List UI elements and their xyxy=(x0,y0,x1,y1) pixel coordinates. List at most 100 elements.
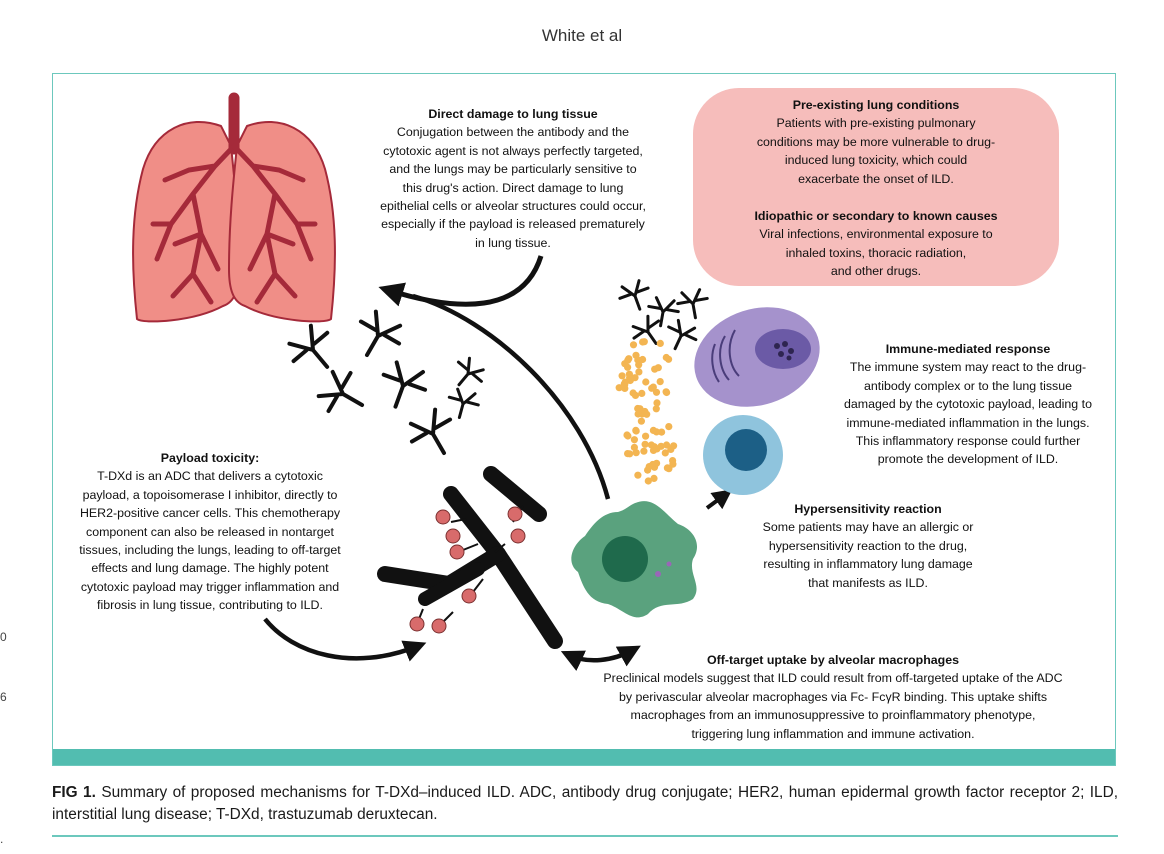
text-line: resulting in inflammatory lung damage xyxy=(763,557,973,572)
preexisting-heading: Pre-existing lung conditions xyxy=(792,98,960,112)
text-line: effects and lung damage. The highly pote… xyxy=(91,561,329,576)
text-line: cytotoxic agent is not always perfectly … xyxy=(383,143,643,158)
granule-dot xyxy=(644,477,652,485)
figure-footer-bar xyxy=(53,749,1115,765)
granule-dot xyxy=(621,378,629,386)
granule-dot xyxy=(618,372,626,380)
text-line: Viral infections, environmental exposure… xyxy=(759,227,993,242)
text-line: Conjugation between the antibody and the xyxy=(396,125,630,140)
lungs-illustration xyxy=(132,92,336,323)
granule-dot xyxy=(649,426,658,434)
text-line: this drug's action. Direct damage to lun… xyxy=(402,180,624,195)
text-line: inhaled toxins, thoracic radiation, xyxy=(785,245,967,260)
granule-dot xyxy=(654,364,662,372)
text-line: damaged by the cytotoxic payload, leadin… xyxy=(844,397,1092,412)
text-line: conditions may be more vulnerable to dru… xyxy=(756,134,996,149)
free-antibodies-cluster xyxy=(281,305,490,467)
figure-panel: Direct damage to lung tissue Conjugation… xyxy=(52,73,1116,766)
granule-dot xyxy=(667,445,675,453)
granule-dot xyxy=(661,449,669,457)
text-line: Some patients may have an allergic or xyxy=(762,520,974,535)
text-line: especially if the payload is released pr… xyxy=(381,217,645,232)
text-line: by perivascular alveolar macrophages via… xyxy=(618,689,1048,704)
text-line: that manifests as ILD. xyxy=(808,575,928,590)
caption-label: FIG 1. xyxy=(52,784,96,801)
text-line: Patients with pre-existing pulmonary xyxy=(776,116,976,131)
payload-toxicity-heading: Payload toxicity: xyxy=(160,451,260,465)
text-line: and the lungs may be particularly sensit… xyxy=(389,162,637,177)
text-line: T-DXd is an ADC that delivers a cytotoxi… xyxy=(97,469,323,484)
granule-dot xyxy=(632,426,640,434)
granule-dot xyxy=(669,457,677,465)
granule-dot xyxy=(625,355,633,363)
granule-dot xyxy=(642,378,650,386)
caption-text: Summary of proposed mechanisms for T-DXd… xyxy=(52,784,1119,823)
text-line: immune-mediated inflammation in the lung… xyxy=(846,415,1090,430)
granule-dot xyxy=(643,410,651,418)
granule-dot xyxy=(623,431,631,439)
text-line: macrophages from an immunosuppressive to… xyxy=(630,708,1036,723)
direct-damage-text: Direct damage to lung tissue Conjugation… xyxy=(358,105,668,252)
text-line: antibody complex or to the lung tissue xyxy=(863,378,1072,393)
granule-dot xyxy=(637,417,646,425)
margin-mark: 6 xyxy=(0,690,7,704)
granule-dot xyxy=(653,399,661,407)
bottom-rule xyxy=(52,835,1118,837)
granule-dot xyxy=(632,449,640,457)
direct-damage-heading: Direct damage to lung tissue xyxy=(428,107,598,121)
text-line: cytotoxic payload may trigger inflammati… xyxy=(80,579,340,594)
risk-factors-box xyxy=(693,88,1059,286)
granule-dot xyxy=(647,441,656,449)
granule-dot xyxy=(648,384,656,392)
text-line: fibrosis in lung tissue, contributing to… xyxy=(97,598,323,613)
granule-dot xyxy=(639,355,647,364)
granule-dot xyxy=(665,423,673,431)
granule-dot xyxy=(652,388,661,396)
text-line: HER2-positive cancer cells. This chemoth… xyxy=(79,506,341,521)
granules-cluster xyxy=(615,338,678,485)
figure-artwork xyxy=(132,92,820,671)
text-line: promote the development of ILD. xyxy=(877,452,1059,467)
text-line: tissues, including the lungs, leading to… xyxy=(79,543,341,558)
granule-dot xyxy=(665,465,673,473)
text-line: in lung tissue. xyxy=(475,235,551,250)
granule-dot xyxy=(642,432,650,440)
granule-dot xyxy=(663,388,671,397)
text-line: component can also be released in nontar… xyxy=(86,524,334,539)
granule-dot xyxy=(656,339,664,347)
adc-antibody-drug-conjugate xyxy=(377,466,563,649)
granule-dot xyxy=(634,410,642,418)
offtarget-uptake-heading: Off-target uptake by alveolar macrophage… xyxy=(706,653,960,667)
granule-dot xyxy=(653,459,661,467)
macrophage-cell xyxy=(571,501,698,618)
plasma-cell xyxy=(694,307,820,407)
running-head: White et al xyxy=(541,26,623,45)
text-line: epithelial cells or alveolar structures … xyxy=(380,199,646,214)
granule-dot xyxy=(626,450,634,458)
granule-dot xyxy=(653,445,661,453)
granule-dot xyxy=(624,363,632,371)
text-line: payload, a topoisomerase I inhibitor, di… xyxy=(82,487,338,502)
granule-dot xyxy=(652,405,660,413)
granule-dot xyxy=(631,391,640,399)
granule-dot xyxy=(645,463,653,471)
offtarget-uptake-text: Off-target uptake by alveolar macrophage… xyxy=(563,651,1103,743)
granule-dot xyxy=(641,440,649,448)
granule-dot xyxy=(626,374,634,382)
granule-dot xyxy=(629,341,638,349)
granule-dot xyxy=(640,447,648,455)
granule-dot xyxy=(639,338,647,346)
granule-dot xyxy=(650,474,658,482)
text-line: hypersensitivity reaction to the drug, xyxy=(768,538,968,553)
hypersensitivity-heading: Hypersensitivity reaction xyxy=(794,502,942,516)
margin-mark: . xyxy=(0,832,4,846)
granule-dot xyxy=(631,374,639,382)
hypersensitivity-text: Hypersensitivity reaction Some patients … xyxy=(733,500,1003,592)
text-line: Preclinical models suggest that ILD coul… xyxy=(603,671,1063,686)
immune-response-text: Immune-mediated response The immune syst… xyxy=(823,340,1113,469)
granule-dot xyxy=(638,389,646,397)
idiopathic-text: Idiopathic or secondary to known causes … xyxy=(713,207,1039,281)
text-line: This inflammatory response could further xyxy=(855,434,1081,449)
granule-dot xyxy=(662,353,670,362)
granule-dot xyxy=(615,384,623,392)
